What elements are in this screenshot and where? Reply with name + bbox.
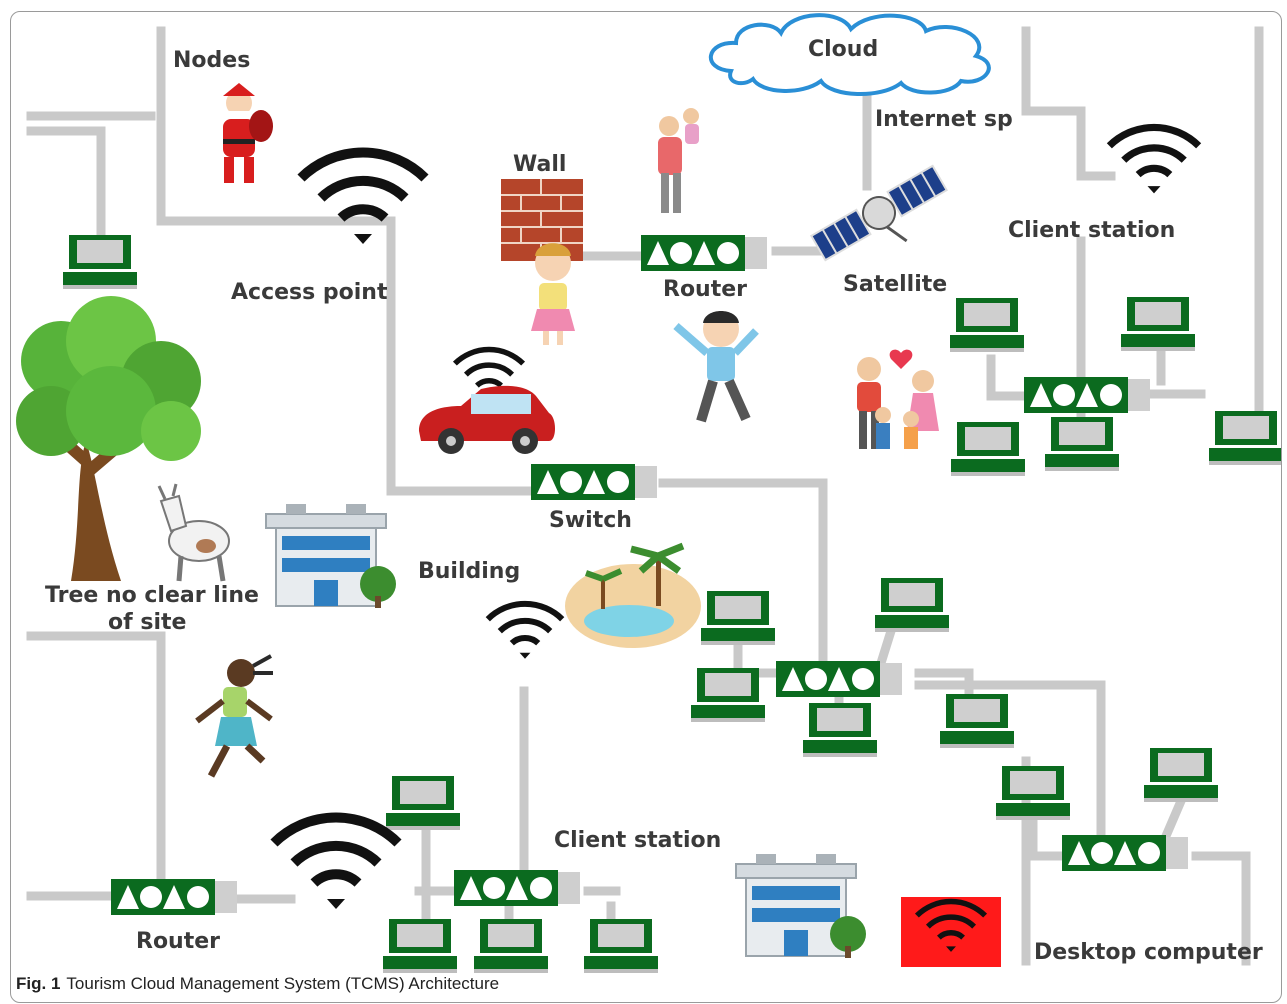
- label-internet-sp: Internet sp: [875, 107, 1013, 132]
- figure-frame: Nodes Cloud Internet sp Wall Router Sate…: [10, 11, 1282, 1003]
- client-station-switch-top: [1024, 377, 1150, 413]
- label-tree-line2: of site: [108, 610, 186, 635]
- goat-icon: [157, 483, 230, 582]
- label-router-bottom: Router: [136, 929, 220, 954]
- label-satellite: Satellite: [843, 272, 947, 297]
- car-icon: [419, 385, 555, 454]
- boy-icon: [673, 311, 759, 423]
- building-icon-bottom: [735, 853, 867, 959]
- client-station-switch-bottom: [454, 870, 580, 906]
- cloud-icon: [709, 13, 991, 96]
- label-wall: Wall: [513, 152, 566, 177]
- switch-device-bottom-right: [1062, 835, 1188, 871]
- caption-text: Tourism Cloud Management System (TCMS) A…: [66, 974, 500, 993]
- adult-with-child-icon: [658, 108, 699, 213]
- label-client-station-bottom: Client station: [554, 828, 721, 853]
- building-icon: [265, 503, 397, 609]
- label-cloud: Cloud: [808, 37, 878, 62]
- caption-figure-number: Fig. 1: [16, 974, 61, 993]
- switch-device: [531, 464, 657, 500]
- label-building: Building: [418, 559, 520, 584]
- oasis-icon: [565, 542, 701, 648]
- wifi-icon-center: [488, 604, 562, 659]
- wifi-alert-icon: [901, 897, 1001, 967]
- router-device-bottom: [111, 879, 237, 915]
- label-nodes: Nodes: [173, 48, 250, 73]
- label-desktop-computer: Desktop computer: [1034, 940, 1263, 965]
- satellite-icon: [810, 164, 948, 262]
- girl-icon: [531, 243, 575, 345]
- family-icon: [857, 349, 939, 449]
- running-girl-icon: [195, 654, 273, 778]
- wifi-icon-client-station: [1109, 127, 1198, 193]
- label-access-point: Access point: [231, 280, 388, 305]
- santa-icon: [223, 83, 273, 183]
- wifi-icon-access-point: [301, 152, 425, 244]
- label-client-station-top: Client station: [1008, 218, 1175, 243]
- network-diagram: Nodes Cloud Internet sp Wall Router Sate…: [16, 13, 1281, 973]
- tree-icon: [16, 296, 201, 581]
- label-tree-line1: Tree no clear line: [45, 583, 259, 608]
- switch-device-right: [776, 661, 902, 697]
- figure-caption: Fig. 1 Tourism Cloud Management System (T…: [16, 974, 499, 994]
- label-switch: Switch: [549, 508, 632, 533]
- label-router-top: Router: [663, 277, 747, 302]
- router-device-top: [641, 235, 767, 271]
